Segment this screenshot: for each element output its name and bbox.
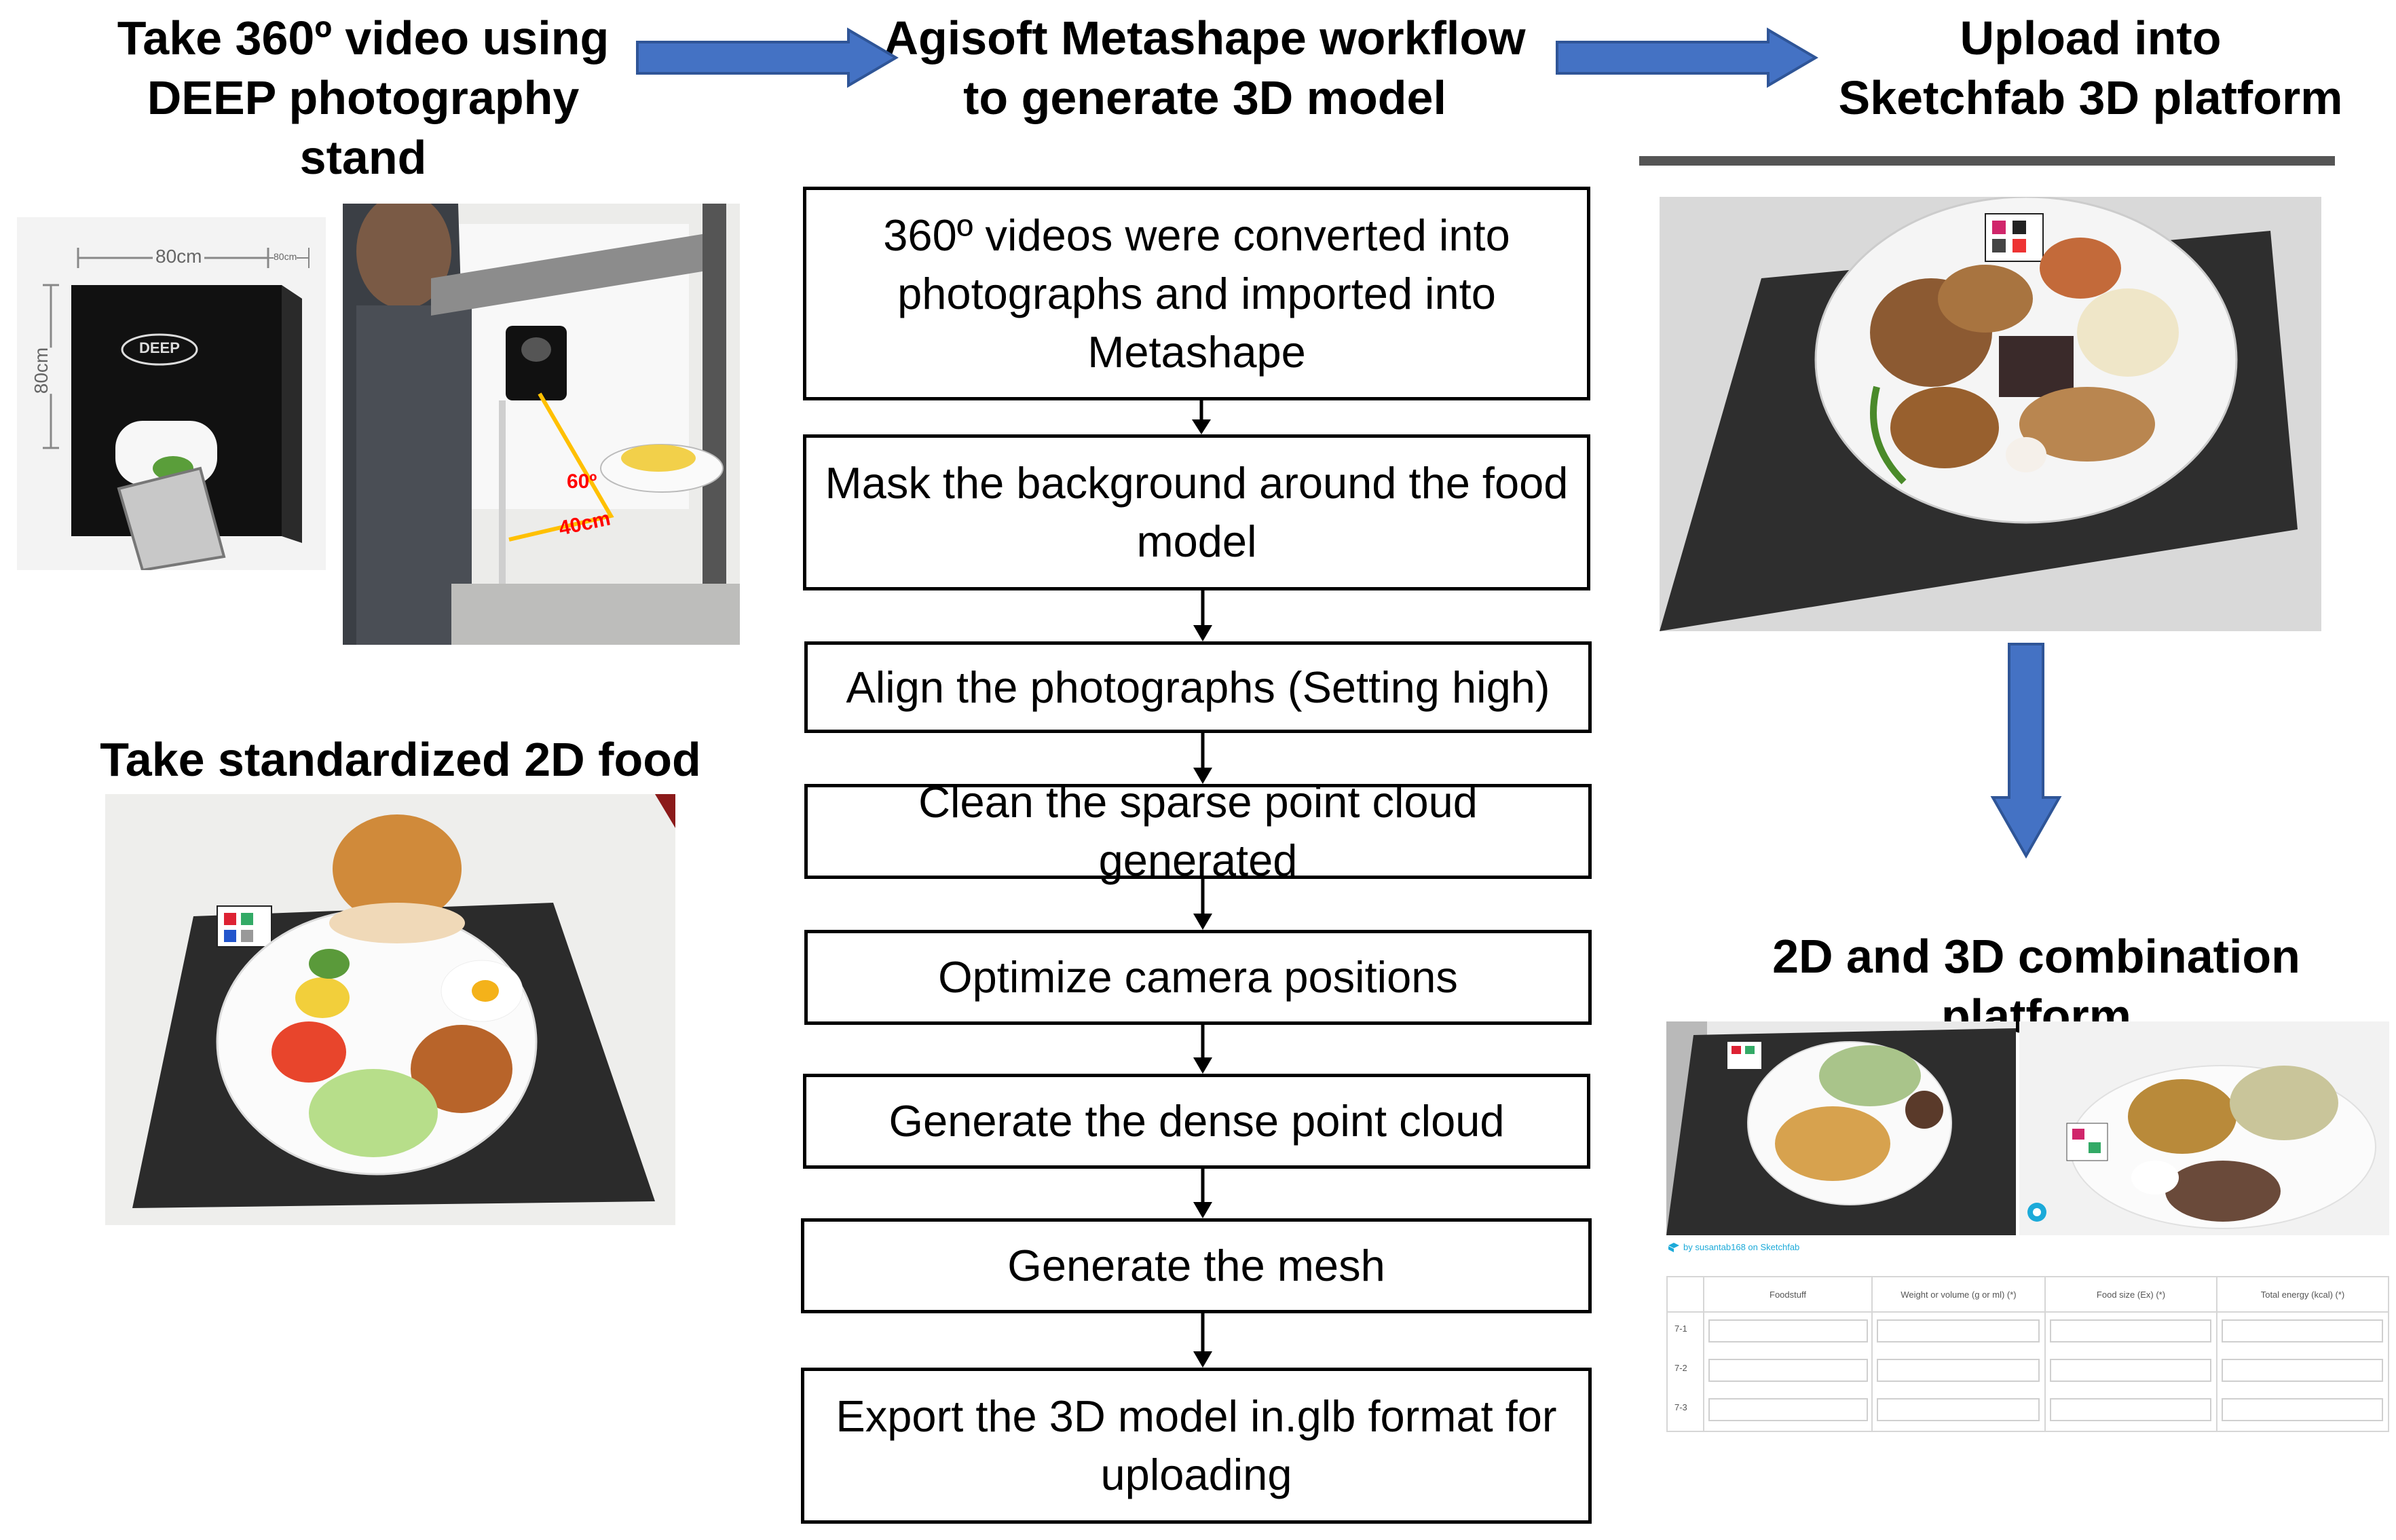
column-header-weight: Weight or volume (g or ml) (*): [1901, 1290, 2017, 1300]
column-divider: [1871, 1277, 1873, 1431]
heading-take-360-video: Take 360º video using DEEP photography s…: [81, 8, 645, 187]
step-text-line: uploading: [1100, 1450, 1292, 1499]
heading-sketchfab-upload: Upload into Sketchfab 3D platform: [1819, 8, 2362, 128]
column-header-foodstuff: Foodstuff: [1770, 1290, 1806, 1300]
food-size-input[interactable]: [2050, 1359, 2211, 1382]
credit-text[interactable]: by susantab168 on Sketchfab: [1683, 1242, 1800, 1252]
column-header-total-energy: Total energy (kcal) (*): [2260, 1290, 2345, 1300]
weight-input[interactable]: [1877, 1398, 2040, 1421]
sketchfab-credit: by susantab168 on Sketchfab: [1668, 1242, 1799, 1252]
combo-2d-photo: [1666, 1021, 2016, 1235]
arrow-down-icon: [1192, 400, 1211, 434]
arrow-right-icon: [1556, 27, 1818, 88]
model-icon: [1668, 1242, 1679, 1252]
arrow-down-icon: [1193, 590, 1212, 641]
column-divider: [2044, 1277, 2046, 1431]
column-divider: [2216, 1277, 2217, 1431]
column-header-food-size: Food size (Ex) (*): [2096, 1290, 2166, 1300]
heading-line: Take 360º video using: [117, 12, 610, 64]
workflow-step-optimize-camera: Optimize camera positions: [804, 930, 1592, 1025]
step-text-line: photographs and imported into: [897, 268, 1496, 318]
step-text-line: Metashape: [1087, 326, 1306, 377]
step-text-line: model: [1136, 517, 1257, 566]
arrow-down-icon: [1193, 1169, 1212, 1218]
energy-input[interactable]: [2222, 1319, 2383, 1342]
sketchfab-logo-icon[interactable]: [2026, 1201, 2048, 1223]
workflow-step-generate-mesh: Generate the mesh: [801, 1218, 1592, 1313]
heading-line: Agisoft Metashape workflow: [884, 12, 1526, 64]
food-size-input[interactable]: [2050, 1319, 2211, 1342]
photo-2d-food: [105, 794, 675, 1225]
height-dimension-label: 80cm: [31, 347, 53, 394]
workflow-step-mask-background: Mask the background around the food mode…: [803, 434, 1590, 590]
foodstuff-input[interactable]: [1708, 1359, 1868, 1382]
heading-line: to generate 3D model: [963, 71, 1446, 124]
photo-deep-stand: 80cm 80cm 80cm DEEP: [17, 217, 326, 570]
energy-input[interactable]: [2222, 1359, 2383, 1382]
workflow-step-dense-cloud: Generate the dense point cloud: [803, 1074, 1590, 1169]
column-divider: [1703, 1277, 1704, 1431]
deep-logo: DEEP: [139, 339, 180, 356]
photo-camera-setup: 60º 40cm: [343, 204, 740, 645]
workflow-step-convert-videos: 360º videos were converted into photogra…: [803, 187, 1590, 400]
step-text-line: Generate the dense point cloud: [888, 1096, 1505, 1146]
weight-input[interactable]: [1877, 1359, 2040, 1382]
foodstuff-input[interactable]: [1708, 1319, 1868, 1342]
photo-sketchfab-3d-model[interactable]: [1660, 197, 2321, 631]
food-data-table: Foodstuff Weight or volume (g or ml) (*)…: [1666, 1276, 2389, 1432]
weight-input[interactable]: [1877, 1319, 2040, 1342]
step-text-line: Clean the sparse point cloud generated: [918, 777, 1478, 885]
arrow-down-icon: [1990, 643, 2062, 859]
step-text-line: Generate the mesh: [1007, 1241, 1385, 1290]
step-text-line: Mask the background around the food: [825, 458, 1569, 508]
arrow-down-icon: [1193, 1025, 1212, 1074]
arrow-down-icon: [1193, 733, 1212, 784]
workflow-step-align-photographs: Align the photographs (Setting high): [804, 641, 1592, 733]
arrow-right-icon: [636, 27, 899, 88]
sketchfab-menu-bar: [1639, 156, 2335, 166]
table-header-row: [1668, 1277, 2388, 1313]
row-label: 7-2: [1674, 1363, 1687, 1373]
arrow-down-icon: [1193, 1313, 1212, 1368]
depth-dimension-label: 80cm: [274, 251, 297, 262]
step-text-line: Export the 3D model in.glb format for: [836, 1391, 1557, 1441]
heading-line: Upload into: [1960, 12, 2222, 64]
angle-label: 60º: [567, 470, 597, 493]
combo-3d-model[interactable]: [2019, 1021, 2389, 1235]
step-text-line: Optimize camera positions: [938, 952, 1458, 1002]
step-text-line: Align the photographs (Setting high): [846, 662, 1550, 712]
workflow-step-clean-sparse-cloud: Clean the sparse point cloud generated: [804, 777, 1592, 885]
heading-line: DEEP photography stand: [147, 71, 580, 184]
row-label: 7-3: [1674, 1402, 1687, 1412]
food-size-input[interactable]: [2050, 1398, 2211, 1421]
heading-line: Sketchfab 3D platform: [1838, 71, 2343, 124]
width-dimension-label: 80cm: [153, 246, 205, 267]
workflow-step-export-glb: Export the 3D model in.glb format for up…: [801, 1368, 1592, 1524]
step-text-line: 360º videos were converted into: [883, 210, 1510, 260]
row-label: 7-1: [1674, 1323, 1687, 1334]
energy-input[interactable]: [2222, 1398, 2383, 1421]
foodstuff-input[interactable]: [1708, 1398, 1868, 1421]
heading-metashape-workflow: Agisoft Metashape workflow to generate 3…: [882, 8, 1527, 128]
arrow-down-icon: [1193, 879, 1212, 930]
